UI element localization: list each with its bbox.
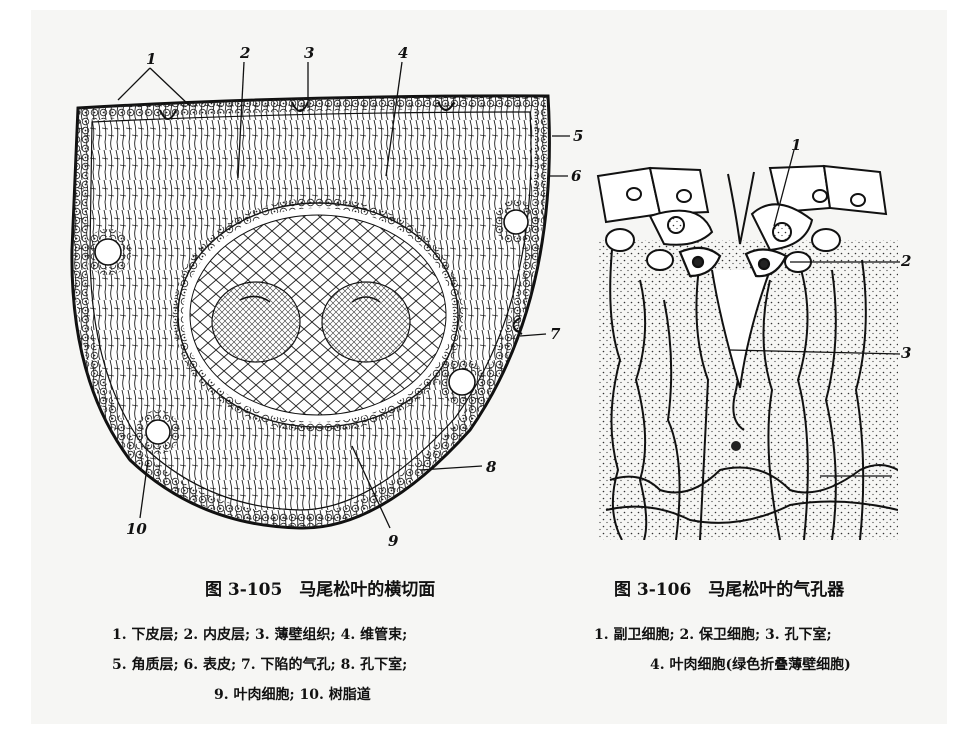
stomata-illustration <box>596 164 898 540</box>
left-leader-lines <box>117 61 570 529</box>
label-r3: 3 <box>901 344 911 362</box>
label-r1: 1 <box>791 136 801 154</box>
label-2: 2 <box>239 44 250 62</box>
label-7: 7 <box>550 325 561 343</box>
left-legend-line-3: 9. 叶肉细胞; 10. 树脂道 <box>214 687 371 703</box>
label-10: 10 <box>126 520 147 538</box>
label-9: 9 <box>388 532 399 550</box>
right-legend-line-1: 1. 副卫细胞; 2. 保卫细胞; 3. 孔下室; <box>594 627 832 643</box>
left-figure-caption: 图 3-105 马尾松叶的横切面 <box>205 580 436 600</box>
left-legend-line-1: 1. 下皮层; 2. 内皮层; 3. 薄壁组织; 4. 维管束; <box>112 627 408 643</box>
left-legend-line-2: 5. 角质层; 6. 表皮; 7. 下陷的气孔; 8. 孔下室; <box>112 657 408 673</box>
label-r2: 2 <box>900 252 911 270</box>
label-4: 4 <box>398 44 408 62</box>
label-6: 6 <box>571 167 582 185</box>
right-leader-lines <box>729 149 901 477</box>
label-5: 5 <box>573 127 583 145</box>
right-legend-line-2: 4. 叶肉细胞(绿色折叠薄壁细胞) <box>650 657 851 673</box>
label-8: 8 <box>486 458 497 476</box>
right-figure-caption: 图 3-106 马尾松叶的气孔器 <box>614 580 845 600</box>
label-1: 1 <box>146 50 156 68</box>
left-figure-labels: 1 2 3 4 5 6 7 8 9 10 <box>126 44 583 550</box>
leaf-cross-section <box>70 94 551 530</box>
right-figure-labels: 1 2 3 <box>791 136 911 362</box>
label-3: 3 <box>304 44 314 62</box>
